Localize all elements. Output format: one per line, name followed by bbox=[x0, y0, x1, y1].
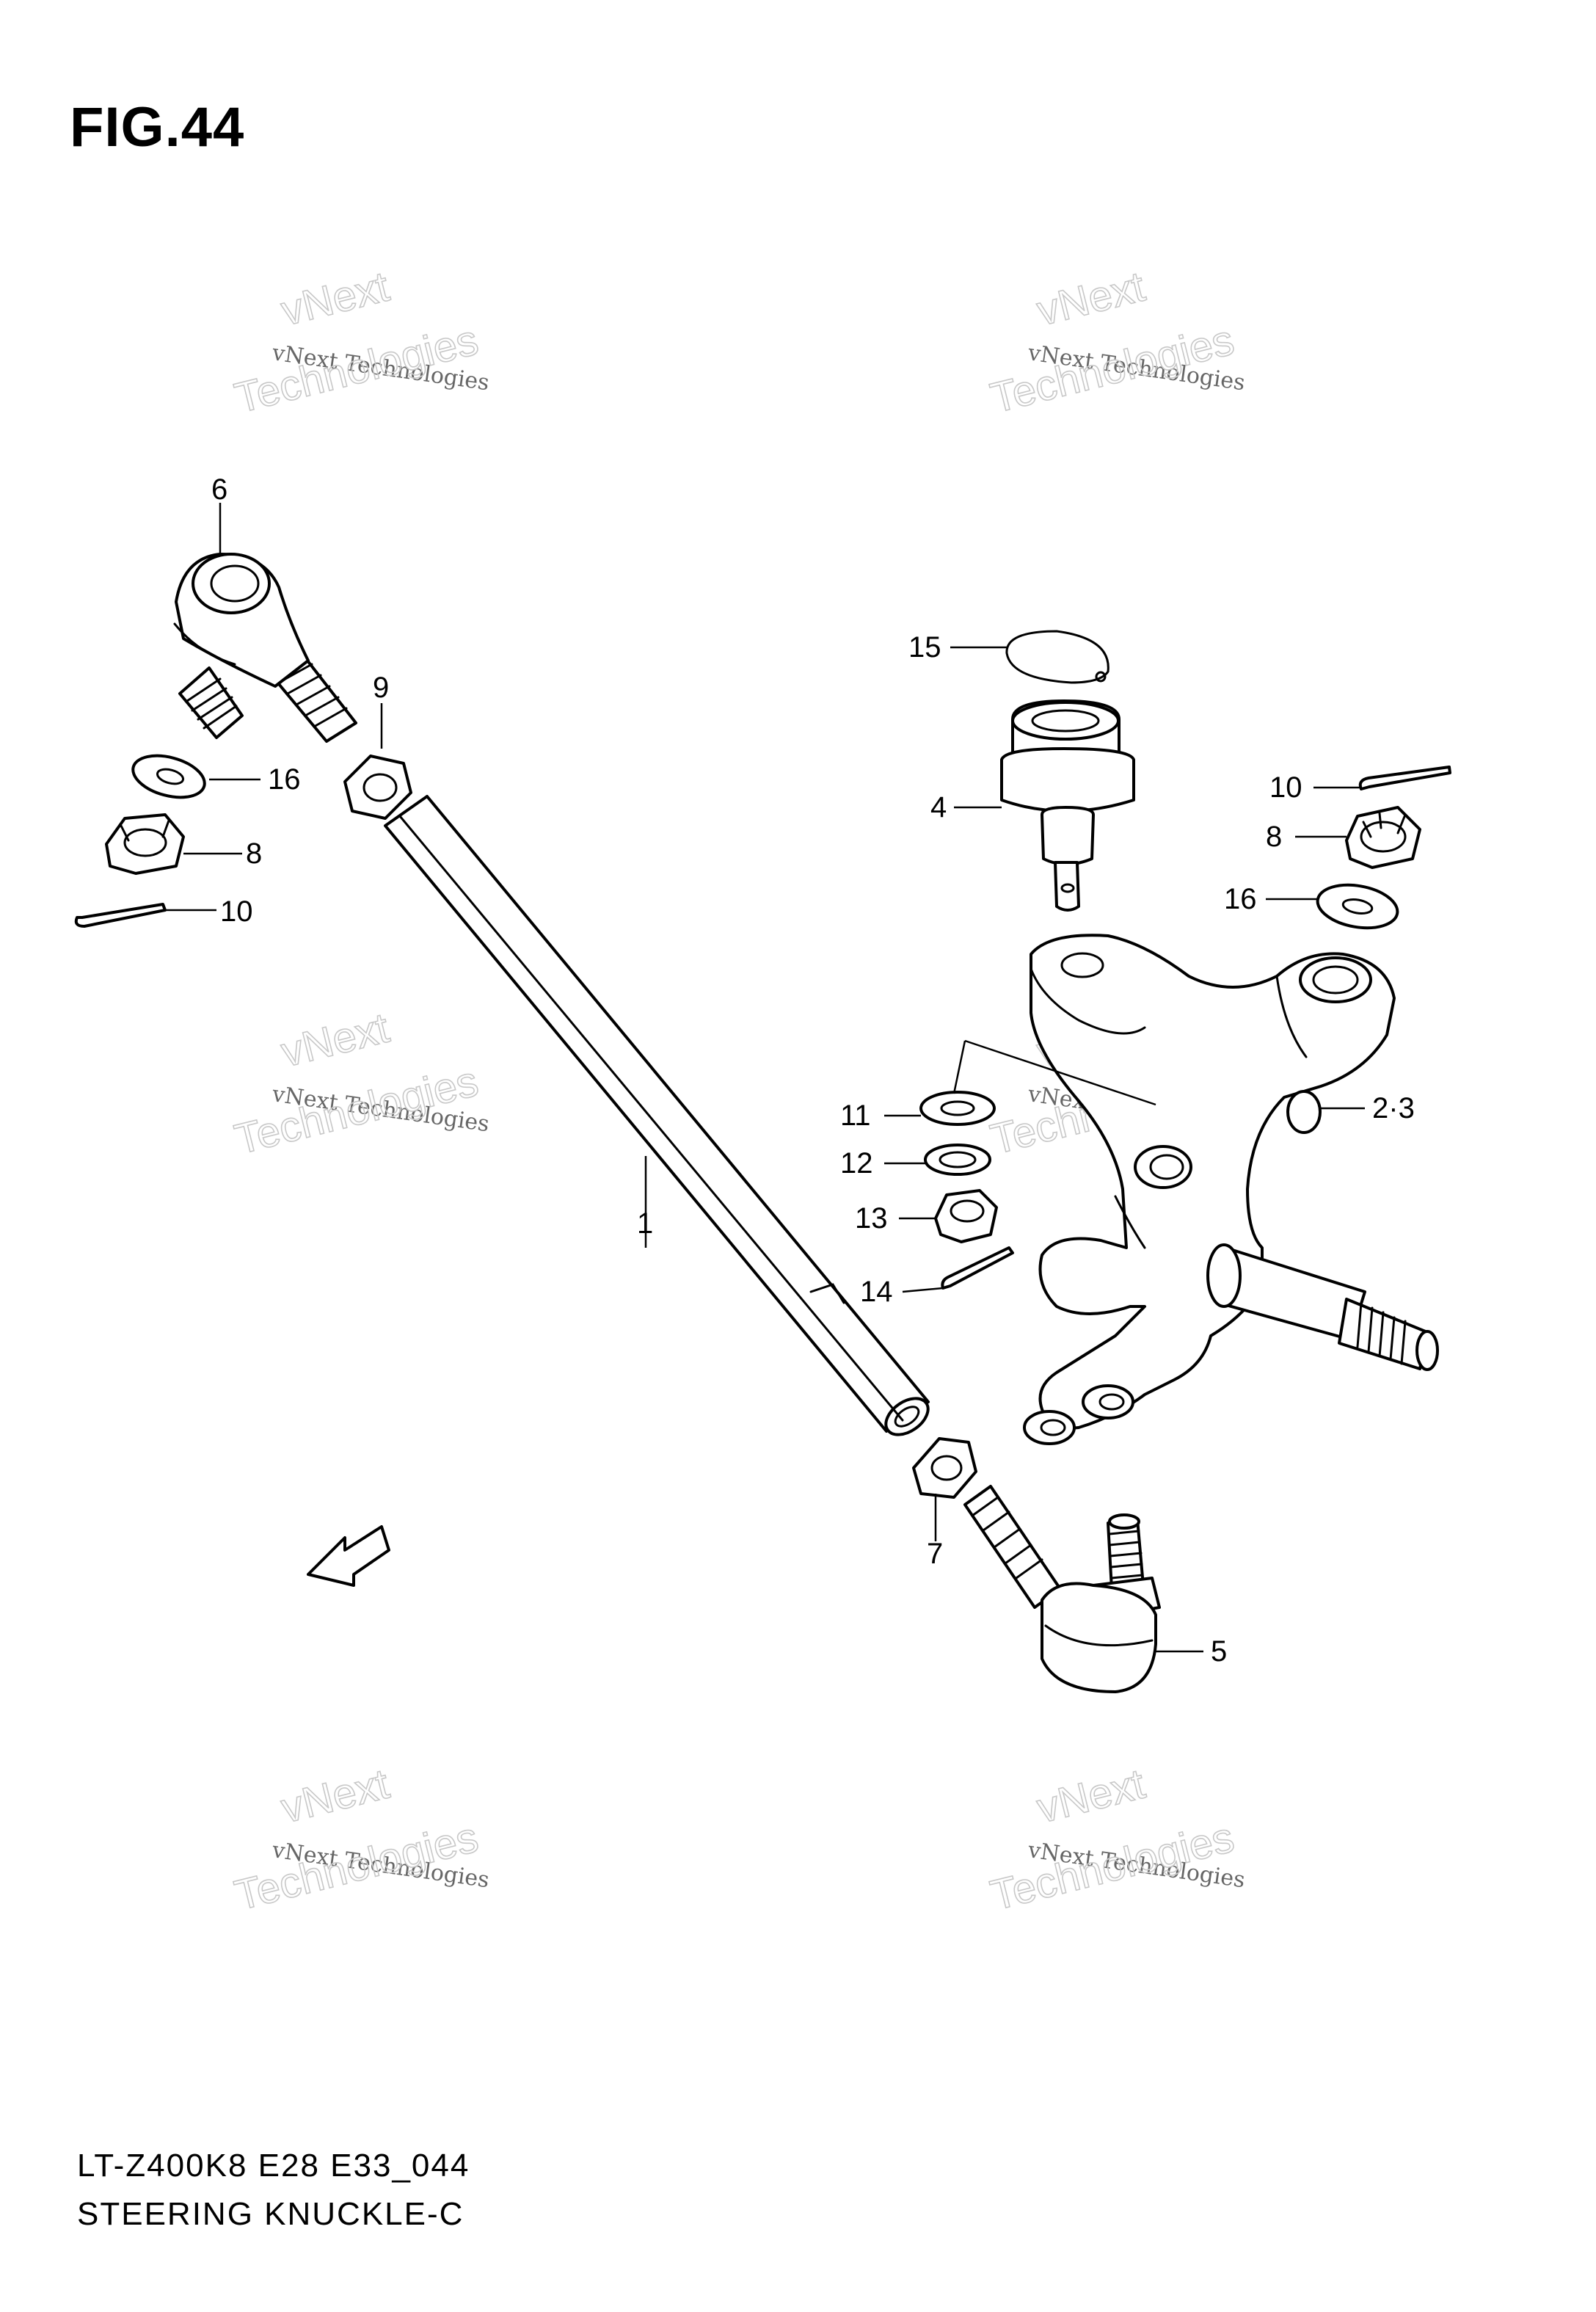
washer-part-16-left bbox=[131, 754, 206, 799]
leader-lines bbox=[165, 503, 1365, 1653]
tie-rod-part-1 bbox=[384, 795, 930, 1436]
callout-10-left: 10 bbox=[220, 895, 253, 928]
model-code: LT-Z400K8 E28 E33_044 bbox=[77, 2148, 470, 2184]
watermark-big-line2: Technologies bbox=[230, 1813, 483, 1919]
callout-14: 14 bbox=[860, 1276, 893, 1308]
diagram-caption: STEERING KNUCKLE-C bbox=[77, 2196, 464, 2232]
callout-8-left: 8 bbox=[246, 837, 262, 870]
cotter-pin-part-10-left bbox=[74, 903, 167, 928]
watermark-big-line1: vNext bbox=[277, 1004, 394, 1077]
watermark-big-line1: vNext bbox=[277, 1760, 394, 1833]
callout-4: 4 bbox=[930, 791, 947, 824]
callout-15: 15 bbox=[908, 631, 941, 664]
callout-5: 5 bbox=[1211, 1635, 1227, 1668]
watermark-big-line1: vNext bbox=[277, 263, 394, 335]
watermark-big-line2: Technologies bbox=[986, 316, 1239, 422]
diagram-footer: LT-Z400K8 E28 E33_044 STEERING KNUCKLE-C bbox=[77, 2142, 470, 2239]
circlip-part-15 bbox=[1005, 630, 1109, 684]
watermark-top-right: vNext Technologies vNext Technologies bbox=[985, 262, 1247, 423]
nut-part-7 bbox=[912, 1437, 977, 1499]
forward-direction-arrow: FWD bbox=[307, 1525, 390, 1587]
cotter-pin-part-10-right bbox=[1358, 766, 1451, 790]
tie-rod-end-part-5 bbox=[963, 1485, 1161, 1693]
callout-8-right: 8 bbox=[1266, 821, 1282, 853]
callout-6: 6 bbox=[211, 473, 227, 506]
watermark-big-line2: Technologies bbox=[230, 316, 483, 422]
watermark-bottom-left: vNext Technologies vNext Technologies bbox=[230, 1759, 491, 1920]
callout-11: 11 bbox=[840, 1099, 871, 1132]
figure-title: FIG.44 bbox=[70, 96, 245, 159]
callout-1: 1 bbox=[637, 1207, 653, 1240]
callout-13: 13 bbox=[855, 1202, 888, 1235]
callout-9: 9 bbox=[373, 672, 389, 704]
castle-nut-part-8-left bbox=[105, 813, 185, 875]
castle-nut-part-8-right bbox=[1345, 806, 1421, 869]
tie-rod-end-part-6 bbox=[173, 553, 357, 743]
callout-2-3: 2·3 bbox=[1372, 1092, 1415, 1124]
callout-16-right: 16 bbox=[1224, 883, 1257, 915]
watermark-bottom-right: vNext Technologies vNext Technologies bbox=[985, 1759, 1247, 1920]
watermark-big-line1: vNext bbox=[1032, 263, 1150, 335]
ball-joint-part-4 bbox=[1000, 699, 1135, 912]
callout-12: 12 bbox=[840, 1147, 873, 1179]
watermark-big-line2: Technologies bbox=[230, 1057, 483, 1163]
watermark-big-line1: vNext bbox=[1032, 1760, 1150, 1833]
watermark-big-line2: Technologies bbox=[986, 1813, 1239, 1919]
castle-nut-part-13 bbox=[934, 1189, 998, 1243]
callout-labels: 6 9 16 8 10 15 4 10 8 16 2·3 11 12 13 14… bbox=[211, 473, 1415, 1668]
cotter-pin-part-14 bbox=[941, 1246, 1014, 1290]
watermark-mid-left: vNext Technologies vNext Technologies bbox=[230, 1003, 491, 1164]
washer-part-11 bbox=[919, 1091, 996, 1126]
watermark-top-left: vNext Technologies vNext Technologies bbox=[230, 262, 491, 423]
washer-part-16-right bbox=[1316, 883, 1399, 930]
steering-knuckle-part-2-3 bbox=[1023, 934, 1439, 1445]
callout-16-left: 16 bbox=[268, 763, 301, 796]
washer-part-12 bbox=[924, 1144, 991, 1176]
callout-10-right: 10 bbox=[1269, 771, 1302, 804]
nut-part-9 bbox=[343, 755, 412, 820]
callout-7: 7 bbox=[927, 1538, 943, 1570]
